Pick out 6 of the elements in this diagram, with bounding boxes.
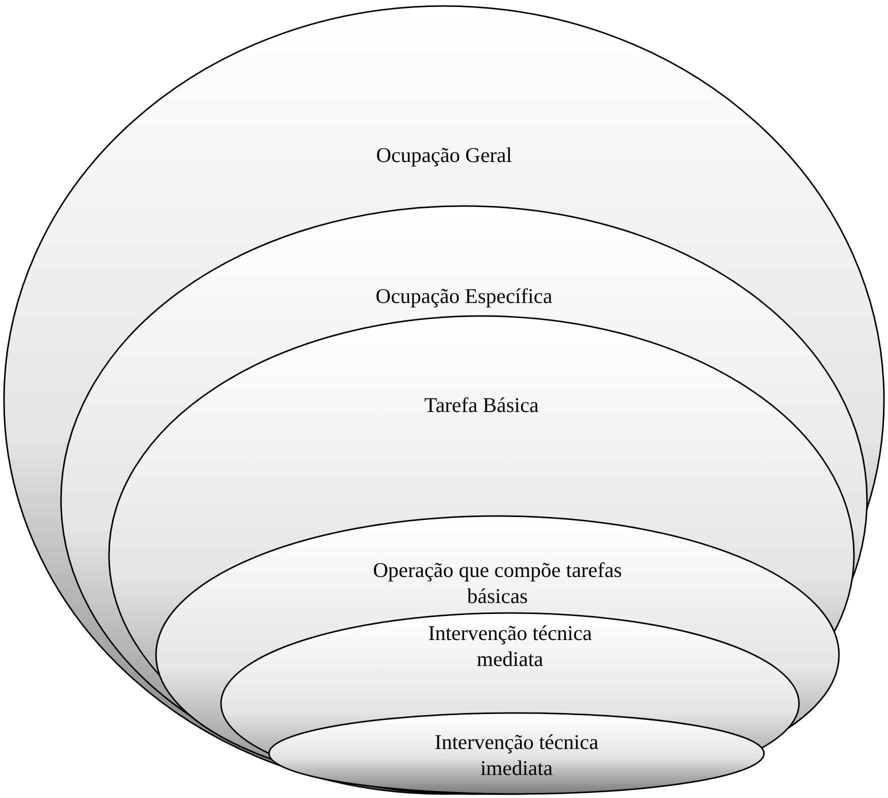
level-label: Intervenção técnica mediata — [427, 620, 593, 672]
level-label: Tarefa Básica — [423, 392, 540, 418]
level-label: Operação que compõe tarefas básicas — [372, 557, 623, 609]
level-label: Ocupação Geral — [375, 142, 513, 168]
level-label: Intervenção técnica imediata — [434, 729, 600, 781]
level-label: Ocupação Específica — [374, 283, 554, 309]
